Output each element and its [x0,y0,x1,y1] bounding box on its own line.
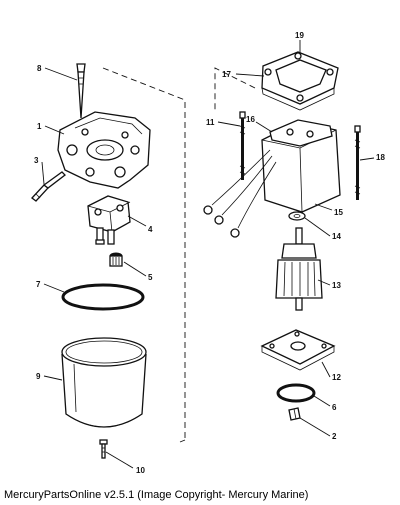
part-8-fill-plug [76,63,86,119]
part-14-washer [288,211,306,221]
callout-14: 14 [332,232,341,241]
callout-12: 12 [332,373,341,382]
callout-6: 6 [332,403,337,412]
part-17-end-cap [261,51,339,111]
part-5-filter [109,252,123,267]
callout-7: 7 [36,280,41,289]
part-4-gear-pump [87,195,131,245]
callout-13: 13 [332,281,341,290]
part-11-through-bolt [239,111,246,180]
image-caption: MercuryPartsOnline v2.5.1 (Image Copyrig… [4,489,309,501]
callout-19: 19 [295,31,304,40]
part-6-o-ring [276,383,316,403]
callout-11: 11 [206,118,215,127]
part-18-through-bolt [354,125,361,200]
callout-8: 8 [37,64,42,73]
part-2-plug [288,407,301,421]
part-12-end-plate [260,329,336,371]
callout-5: 5 [148,273,153,282]
part-3-relief-valve [31,171,66,202]
callout-numbers: 8 1 3 4 5 7 9 10 17 19 11 16 18 15 14 13… [34,31,385,475]
part-1-pump-body [57,111,151,189]
callout-2: 2 [332,432,337,441]
callout-10: 10 [136,466,145,475]
part-13-armature [275,227,323,311]
assembly-guide-lines [102,67,256,443]
callout-3: 3 [34,156,39,165]
part-16-wire-leads [203,149,277,238]
part-9-reservoir [61,337,147,428]
callout-16: 16 [246,115,255,124]
callout-9: 9 [36,372,41,381]
part-7-o-ring [61,283,145,311]
callout-18: 18 [376,153,385,162]
part-15-motor-frame [261,119,341,213]
leader-lines [41,40,375,469]
callout-15: 15 [334,208,343,217]
callout-1: 1 [37,122,42,131]
part-10-screw [99,439,108,459]
callout-17: 17 [222,70,231,79]
callout-4: 4 [148,225,153,234]
